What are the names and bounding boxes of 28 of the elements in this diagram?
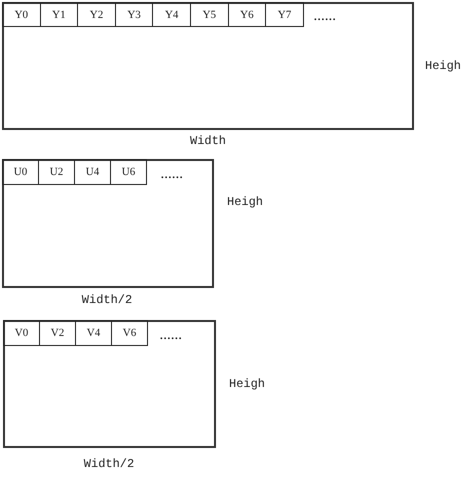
sample-cell: Y1 (40, 2, 78, 27)
dimension-label: Width/2 (84, 457, 134, 471)
sample-cell: V0 (3, 320, 40, 346)
dimension-label: Width/2 (82, 293, 132, 307)
sample-cell: U0 (2, 159, 39, 185)
sample-cell: Y2 (77, 2, 116, 27)
sample-cell: Y6 (228, 2, 266, 27)
sample-cell: V2 (39, 320, 76, 346)
ellipsis-text: ...... (314, 11, 336, 23)
ellipsis-text: ...... (160, 330, 182, 342)
dimension-label: Heigh (425, 59, 461, 73)
dimension-label: Heigh (229, 377, 265, 391)
sample-cell: U4 (74, 159, 111, 185)
memory-plane-frame (2, 2, 414, 130)
dimension-label: Heigh (227, 195, 263, 209)
sample-cell: Y7 (265, 2, 304, 27)
sample-cell: V4 (75, 320, 112, 346)
memory-plane-frame (2, 159, 214, 288)
memory-plane-frame (3, 320, 216, 448)
sample-cell: Y4 (152, 2, 191, 27)
ellipsis-text: ...... (161, 169, 184, 181)
sample-cell: U2 (38, 159, 75, 185)
sample-cell: Y3 (114, 2, 154, 27)
sample-cell: V6 (111, 320, 148, 346)
dimension-label: Width (190, 134, 226, 148)
sample-cell: U6 (110, 159, 147, 185)
sample-cell: Y5 (190, 2, 229, 27)
sample-cell: Y0 (2, 2, 41, 27)
